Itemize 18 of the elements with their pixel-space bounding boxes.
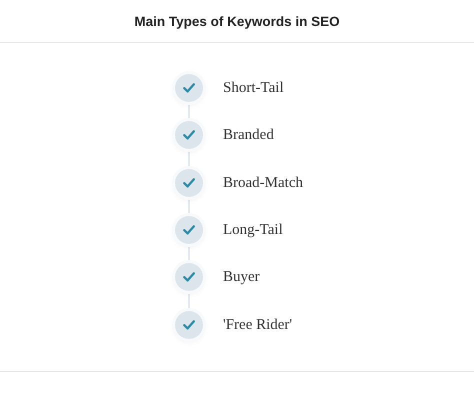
item-label: Branded: [223, 126, 274, 144]
check-circle: [175, 216, 203, 244]
check-circle: [175, 263, 203, 291]
item-label: Long-Tail: [223, 221, 283, 239]
connector-line: [188, 198, 190, 215]
connector-line: [188, 245, 190, 262]
item-label: Short-Tail: [223, 79, 284, 97]
item-label: Buyer: [223, 268, 260, 286]
connector-line: [188, 292, 190, 310]
item-label: 'Free Rider': [223, 316, 292, 334]
connector-line: [188, 150, 190, 168]
check-circle: [175, 74, 203, 102]
check-circle: [175, 121, 203, 149]
connector-line: [188, 103, 190, 120]
check-circle: [175, 311, 203, 339]
title: Main Types of Keywords in SEO: [134, 13, 340, 30]
check-circle: [175, 169, 203, 197]
item-label: Broad-Match: [223, 174, 303, 192]
